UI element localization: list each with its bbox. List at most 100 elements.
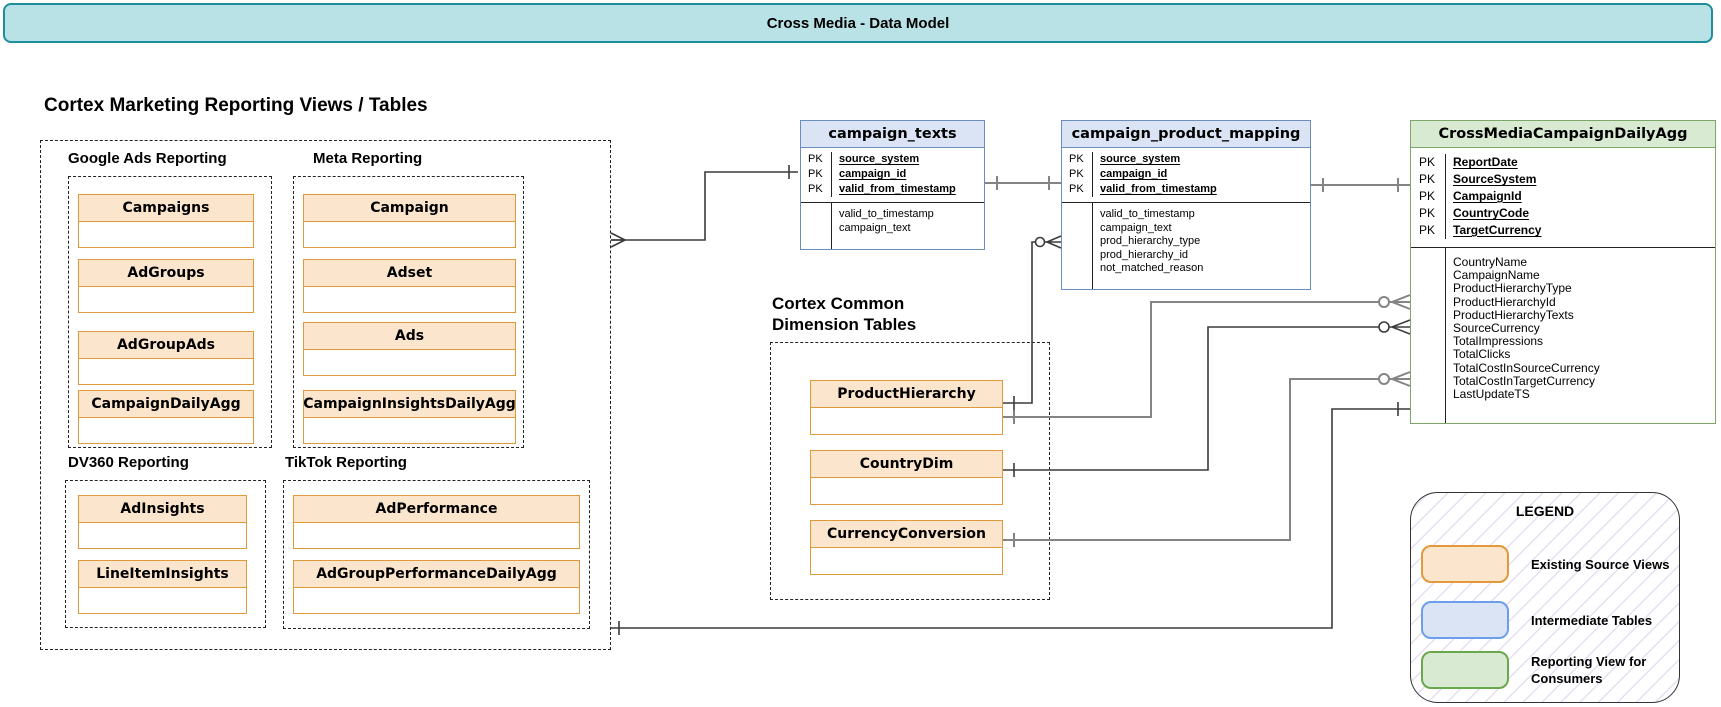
group-label-tiktok: TikTok Reporting <box>285 454 407 471</box>
er-field: TotalCostInTargetCurrency <box>1453 373 1596 388</box>
er-field: valid_to_timestamp <box>1100 208 1195 220</box>
er-field: SourceCurrency <box>1453 321 1540 336</box>
er-table-campaign-product-mapping: campaign_product_mapping PK PK PK source… <box>1061 120 1311 290</box>
er-field: prod_hierarchy_id <box>1100 248 1189 261</box>
table-adgroups: AdGroups <box>78 259 254 313</box>
pk-tag: PK <box>1419 172 1436 186</box>
table-body <box>79 418 253 443</box>
table-title: AdPerformance <box>294 496 579 523</box>
table-title: Adset <box>304 260 515 287</box>
table-campaigns: Campaigns <box>78 194 254 248</box>
zero-marker <box>1378 373 1390 385</box>
table-title: CountryDim <box>811 451 1002 478</box>
table-currencyconversion: CurrencyConversion <box>810 520 1003 575</box>
table-lineiteminsights: LineItemInsights <box>78 560 247 614</box>
group-box-dv360 <box>65 480 266 628</box>
table-body <box>79 359 253 384</box>
er-field: TotalClicks <box>1453 347 1511 362</box>
table-body <box>304 287 515 312</box>
pk-field: CampaignId <box>1453 189 1522 203</box>
connector-mapping-to-crossmedia <box>1311 178 1410 192</box>
table-body <box>294 523 579 548</box>
pk-field-names: source_system campaign_id valid_from_tim… <box>1092 152 1310 197</box>
dimension-title-line1: Cortex Common <box>772 294 905 313</box>
dimension-title-line2: Dimension Tables <box>772 315 917 334</box>
er-table-title: campaign_texts <box>801 121 984 148</box>
legend-swatch-reporting <box>1421 651 1509 689</box>
table-countrydim: CountryDim <box>810 450 1003 505</box>
legend-swatch-source <box>1421 545 1509 583</box>
pk-field: source_system <box>1100 153 1181 165</box>
er-field: CountryName <box>1453 255 1528 269</box>
table-title: Campaigns <box>79 195 253 222</box>
er-table-campaign-texts: campaign_texts PK PK PK source_system ca… <box>800 120 985 250</box>
pk-field: SourceSystem <box>1453 172 1537 186</box>
table-adgroupperformancedailyagg: AdGroupPerformanceDailyAgg <box>293 560 580 614</box>
table-body <box>294 588 579 613</box>
er-field: campaign_text <box>839 221 911 234</box>
er-table-title: CrossMediaCampaignDailyAgg <box>1411 121 1715 148</box>
er-field-section: valid_to_timestamp campaign_text <box>831 203 984 249</box>
pk-tag: PK <box>808 168 823 180</box>
connector-marketing-to-campaign-texts <box>610 165 798 248</box>
table-title: LineItemInsights <box>79 561 246 588</box>
table-title: CurrencyConversion <box>811 521 1002 548</box>
table-title: AdGroupPerformanceDailyAgg <box>294 561 579 588</box>
table-body <box>79 588 246 613</box>
legend-label-source: Existing Source Views <box>1531 557 1670 572</box>
zero-marker <box>1034 236 1046 248</box>
er-table-crossmediacampaigndailyagg: CrossMediaCampaignDailyAgg PK PK PK PK P… <box>1410 120 1716 424</box>
marketing-section-box <box>40 140 611 650</box>
group-box-tiktok <box>283 480 590 629</box>
table-adset: Adset <box>303 259 516 313</box>
table-adperformance: AdPerformance <box>293 495 580 549</box>
table-campaigndailyagg: CampaignDailyAgg <box>78 390 254 444</box>
table-body <box>79 222 253 247</box>
zero-marker <box>1378 296 1390 308</box>
table-adgroupads: AdGroupAds <box>78 331 254 385</box>
pk-tag: PK <box>808 183 823 195</box>
pk-tag: PK <box>1419 189 1436 203</box>
table-body <box>79 287 253 312</box>
table-title: AdGroupAds <box>79 332 253 359</box>
table-body <box>79 523 246 548</box>
er-field: CampaignName <box>1453 268 1540 283</box>
legend-label-reporting: Reporting View for Consumers <box>1531 654 1647 686</box>
pk-tag: PK <box>1419 206 1436 220</box>
pk-field: ReportDate <box>1453 155 1518 169</box>
er-field: valid_to_timestamp <box>839 208 934 220</box>
table-adinsights: AdInsights <box>78 495 247 549</box>
pk-field: valid_from_timestamp <box>839 183 956 195</box>
pk-field: campaign_id <box>839 168 907 180</box>
table-title: CampaignDailyAgg <box>79 391 253 418</box>
pk-tag: PK <box>1069 153 1084 165</box>
table-producthierarchy: ProductHierarchy <box>810 380 1003 435</box>
pk-field: campaign_id <box>1100 168 1168 180</box>
table-title: CampaignInsightsDailyAgg <box>303 391 516 418</box>
er-pk-section: PK PK PK PK PK ReportDate SourceSystem C… <box>1411 148 1715 248</box>
er-table-title: campaign_product_mapping <box>1062 121 1310 148</box>
connector-currencyconversion-to-crossmedia <box>1003 371 1411 547</box>
legend: LEGEND Existing Source Views Intermediat… <box>1410 492 1680 703</box>
er-field: ProductHierarchyType <box>1453 281 1572 296</box>
pk-tag: PK <box>1419 155 1436 169</box>
diagram-title-banner: Cross Media - Data Model <box>3 3 1713 43</box>
legend-swatch-intermediate <box>1421 601 1509 639</box>
pk-tag: PK <box>1069 168 1084 180</box>
pk-field: valid_from_timestamp <box>1100 183 1217 195</box>
table-title: ProductHierarchy <box>811 381 1002 408</box>
connector-campaign-texts-to-mapping <box>985 176 1061 190</box>
zero-marker <box>1378 321 1390 333</box>
table-title: AdInsights <box>79 496 246 523</box>
er-field: campaign_text <box>1100 221 1172 234</box>
er-field: ProductHierarchyTexts <box>1453 307 1574 322</box>
dimension-section-title: Cortex Common Dimension Tables <box>772 293 916 335</box>
connector-producthierarchy-to-crossmedia <box>1003 294 1411 424</box>
group-box-meta <box>293 176 524 448</box>
er-field-section: CountryName CampaignName ProductHierarch… <box>1445 248 1715 423</box>
legend-title: LEGEND <box>1515 503 1575 519</box>
pk-column: PK PK PK PK PK <box>1411 154 1445 239</box>
er-pk-section: PK PK PK source_system campaign_id valid… <box>801 148 984 203</box>
connector-countrydim-to-crossmedia <box>1003 319 1411 477</box>
